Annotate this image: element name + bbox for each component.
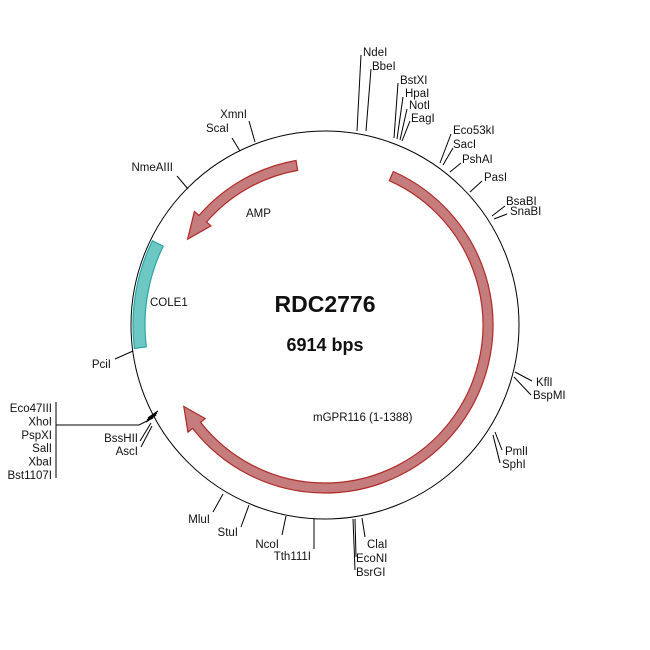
plasmid-backbone (130, 130, 520, 520)
site-tick-clai (361, 517, 366, 538)
site-label-saci[interactable]: SacI (453, 139, 476, 151)
feature-mgpr116[interactable] (183, 170, 494, 494)
cluster-tick (147, 410, 159, 419)
site-label-ndei[interactable]: NdeI (363, 47, 387, 59)
site-tick-ncoi (281, 515, 287, 536)
site-label-bspmi[interactable]: BspMI (533, 390, 566, 402)
site-label-noti[interactable]: NotI (409, 100, 430, 112)
site-label-stui[interactable]: StuI (218, 527, 238, 539)
site-tick-eco53ki (439, 133, 452, 164)
site-label-pmli[interactable]: PmlI (505, 446, 528, 458)
site-label-eco53ki[interactable]: Eco53kI (453, 125, 495, 137)
site-label-bst1107i[interactable]: Bst1107I (7, 470, 52, 482)
site-label-tth111i[interactable]: Tth111I (274, 551, 311, 563)
site-tick-bstxi (393, 82, 399, 139)
site-tick-noti (399, 108, 408, 141)
site-label-eagi[interactable]: EagI (411, 113, 435, 125)
site-label-sali[interactable]: SalI (32, 443, 52, 455)
site-tick-xmni (248, 120, 256, 143)
site-label-snabi[interactable]: SnaBI (510, 206, 541, 218)
plasmid-name: RDC2776 (275, 291, 376, 317)
site-label-bsrgi[interactable]: BsrGI (356, 567, 385, 579)
site-label-scai[interactable]: ScaI (206, 123, 229, 135)
site-label-bbei[interactable]: BbeI (372, 61, 396, 73)
site-tick-bsrgi (352, 518, 356, 571)
site-tick-stui (240, 504, 250, 528)
feature-label-cole1: COLE1 (150, 297, 188, 309)
site-label-bstxi[interactable]: BstXI (400, 75, 427, 87)
site-tick-pmli (494, 431, 503, 451)
site-tick-nmeaiii (176, 175, 189, 190)
site-label-eco47iii[interactable]: Eco47III (10, 403, 52, 415)
feature-cole1[interactable] (132, 239, 165, 350)
site-label-asci[interactable]: AscI (116, 446, 138, 458)
site-tick-bbei (365, 68, 372, 132)
site-label-sphi[interactable]: SphI (502, 459, 526, 471)
feature-label-amp: AMP (246, 208, 271, 220)
site-tick-asci (140, 425, 153, 448)
site-label-mlui[interactable]: MluI (188, 514, 210, 526)
site-tick-pcii (114, 350, 134, 360)
site-tick-bsabi (491, 205, 506, 217)
site-label-nmeaiii[interactable]: NmeAIII (131, 162, 173, 174)
site-label-xhoi[interactable]: XhoI (28, 416, 52, 428)
site-tick-saci (442, 147, 454, 166)
feature-label-mgpr116: mGPR116 (1-1388) (313, 412, 413, 424)
site-label-bsabi[interactable]: BsaBI (506, 196, 537, 208)
site-label-kfli[interactable]: KflI (536, 377, 553, 389)
site-tick-pshai (449, 162, 462, 173)
site-tick-kfli (514, 371, 533, 382)
cluster-tick (146, 412, 158, 421)
feature-amp[interactable] (186, 159, 299, 241)
site-tick-pasi (469, 180, 483, 193)
site-tick-sphi (492, 434, 501, 464)
site-label-xmni[interactable]: XmnI (220, 109, 247, 121)
site-tick-bspmi (513, 376, 532, 396)
site-tick-scai (231, 137, 241, 152)
site-tick-ndei (356, 54, 362, 132)
site-label-ncoi[interactable]: NcoI (255, 539, 279, 551)
site-label-bsshii[interactable]: BssHII (104, 433, 138, 445)
site-tick-hpai (396, 96, 404, 140)
site-tick-econi (354, 518, 357, 558)
site-label-econi[interactable]: EcoNI (356, 553, 387, 565)
site-label-pasi[interactable]: PasI (484, 172, 507, 184)
plasmid-size: 6914 bps (286, 335, 363, 355)
site-tick-mlui (212, 493, 224, 513)
site-label-pshai[interactable]: PshAI (462, 154, 493, 166)
cluster-tick (145, 414, 157, 423)
site-label-pspxi[interactable]: PspXI (21, 430, 52, 442)
site-label-hpai[interactable]: HpaI (405, 88, 429, 100)
site-tick-snabi (493, 213, 508, 220)
site-tick-eagi (401, 120, 411, 142)
site-tick-bsshii (139, 422, 152, 442)
site-label-clai[interactable]: ClaI (367, 539, 387, 551)
site-label-pcii[interactable]: PciI (92, 359, 111, 371)
cluster-leader-line (56, 417, 154, 426)
site-label-xbai[interactable]: XbaI (28, 457, 52, 469)
